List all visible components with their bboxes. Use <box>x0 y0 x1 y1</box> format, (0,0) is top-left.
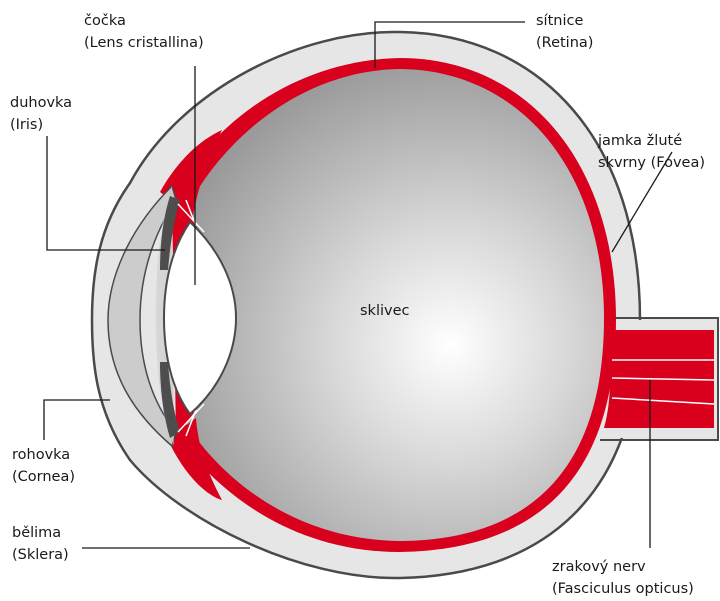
label-iris-latin: (Iris) <box>10 114 72 136</box>
label-retina-name: sítnice <box>536 10 593 32</box>
label-fovea: jamka žluté skvrny (Fovea) <box>598 130 705 174</box>
label-lens-name: čočka <box>84 10 204 32</box>
label-lens-latin: (Lens cristallina) <box>84 32 204 54</box>
label-lens: čočka (Lens cristallina) <box>84 10 204 54</box>
label-fovea-latin: skvrny (Fovea) <box>598 152 705 174</box>
label-optic-nerve-latin: (Fasciculus opticus) <box>552 578 694 600</box>
label-sclera-name: bělima <box>12 522 69 544</box>
center-label-vitreous: sklivec <box>360 300 409 322</box>
label-sclera: bělima (Sklera) <box>12 522 69 566</box>
label-cornea-name: rohovka <box>12 444 75 466</box>
label-optic-nerve-name: zrakový nerv <box>552 556 694 578</box>
label-iris: duhovka (Iris) <box>10 92 72 136</box>
label-cornea-latin: (Cornea) <box>12 466 75 488</box>
label-fovea-name: jamka žluté <box>598 130 705 152</box>
label-iris-name: duhovka <box>10 92 72 114</box>
label-cornea: rohovka (Cornea) <box>12 444 75 488</box>
label-retina-latin: (Retina) <box>536 32 593 54</box>
label-optic-nerve: zrakový nerv (Fasciculus opticus) <box>552 556 694 600</box>
label-sclera-latin: (Sklera) <box>12 544 69 566</box>
label-retina: sítnice (Retina) <box>536 10 593 54</box>
leader-cornea <box>44 400 110 440</box>
